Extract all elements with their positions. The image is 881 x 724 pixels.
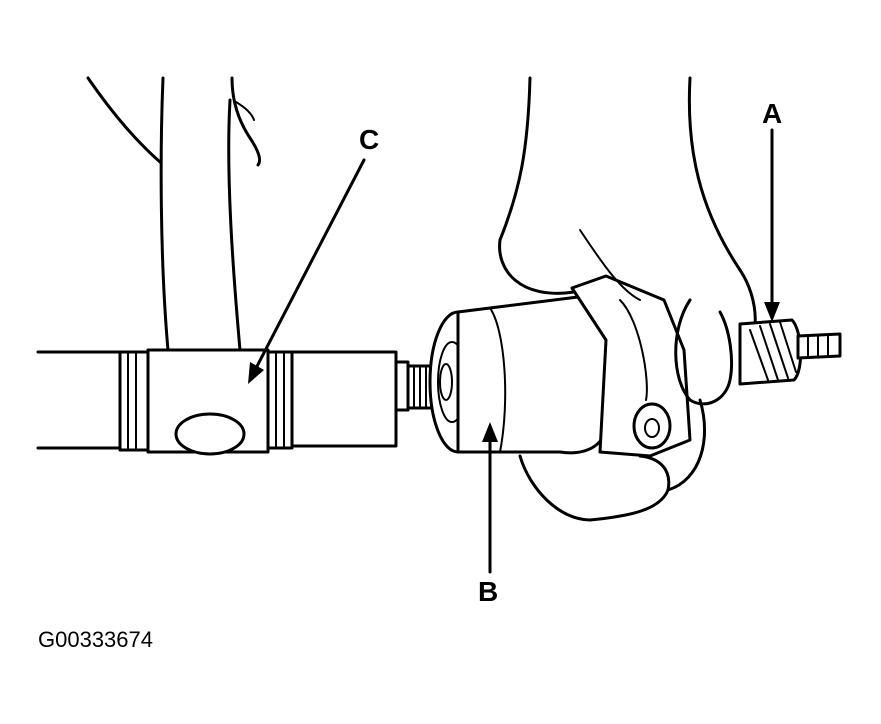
drive-shaft-drawing (36, 348, 434, 456)
gear-assembly-drawing (428, 274, 692, 458)
left-hand-drawing (86, 76, 262, 352)
leader-arrows (248, 128, 780, 574)
callout-label-b: B (478, 576, 499, 607)
right-hand-drawing (498, 76, 757, 522)
callout-label-c: C (359, 124, 380, 155)
figure-id: G00333674 (38, 627, 153, 652)
callout-label-a: A (762, 98, 783, 129)
driven-gear-drawing (738, 318, 842, 386)
